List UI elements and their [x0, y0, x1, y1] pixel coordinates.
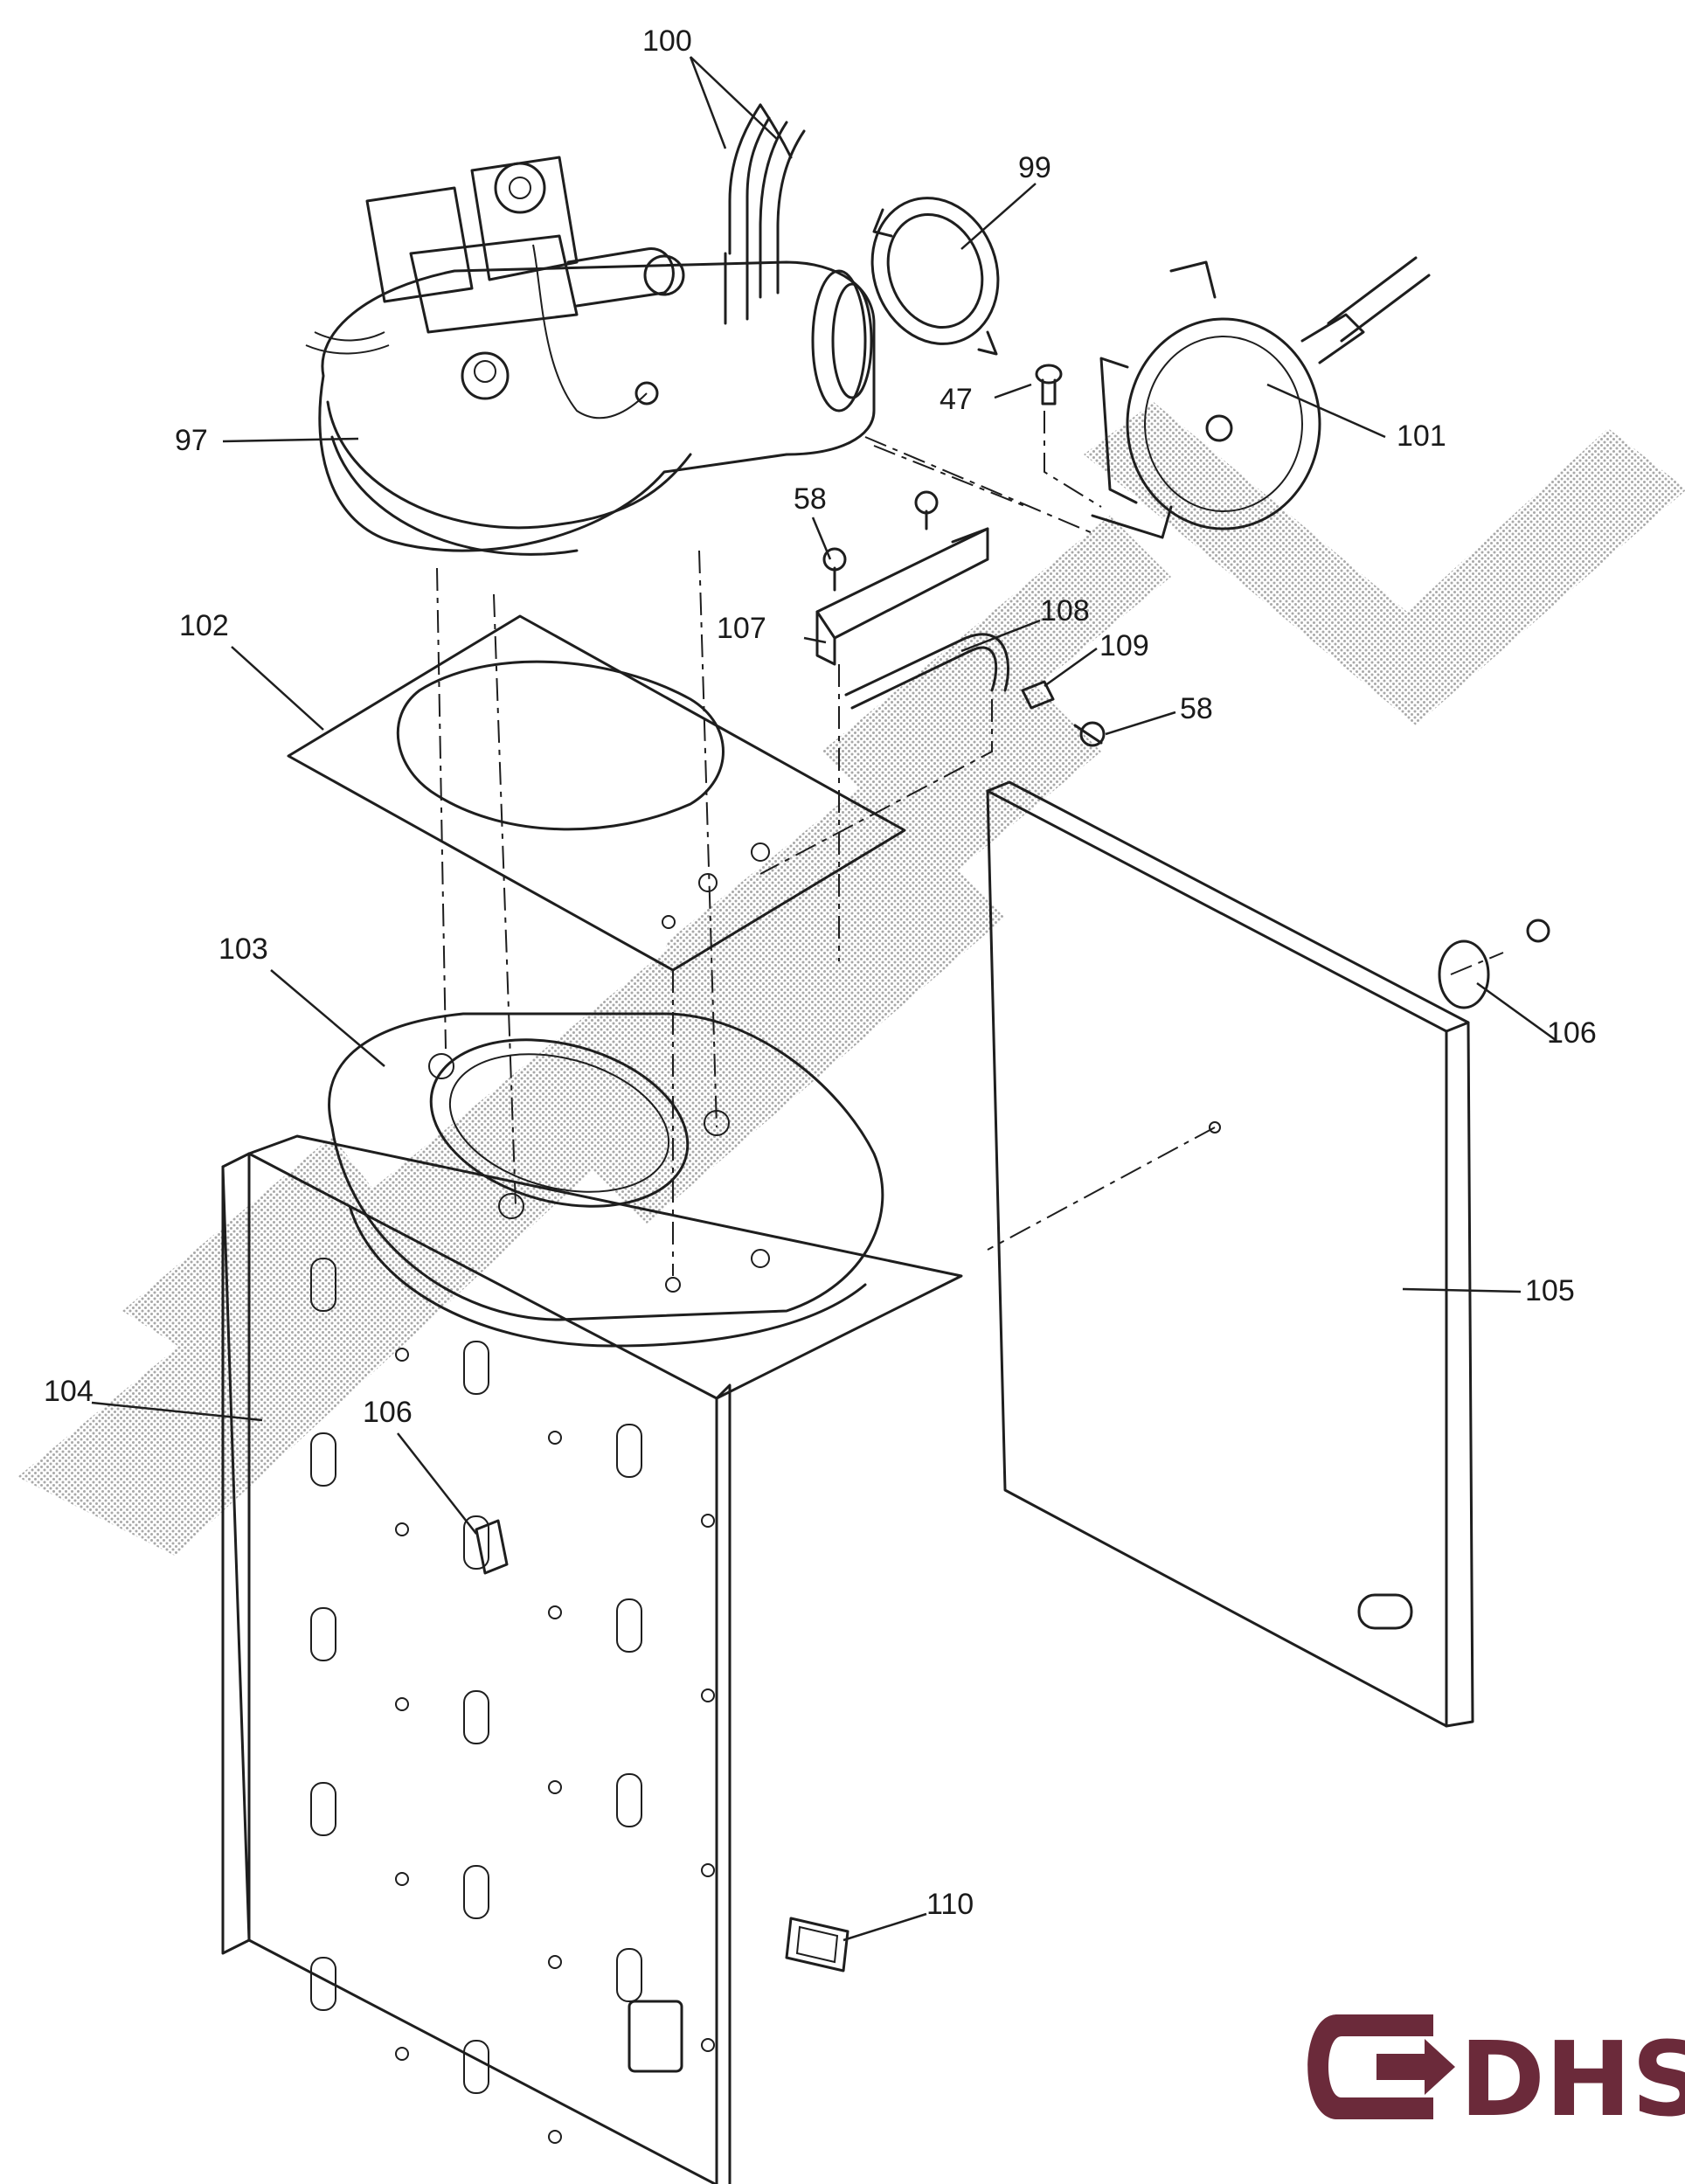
part-label: 105	[1525, 1274, 1575, 1307]
burner-cover-part	[328, 1012, 884, 1348]
part-label: 109	[1099, 629, 1149, 662]
part-label: 106	[363, 1396, 413, 1429]
panel-hole	[395, 1522, 409, 1536]
part-label: 106	[1547, 1016, 1597, 1050]
part-label: 100	[642, 24, 692, 58]
panel-hole	[548, 1780, 562, 1794]
part-label: 102	[179, 609, 229, 642]
alignment-lines	[436, 411, 1504, 1276]
back-panel-part	[221, 1134, 963, 2184]
panel-hole	[701, 1863, 715, 1877]
panel-hole	[548, 1431, 562, 1445]
dhs-logo: DHS	[1307, 2014, 1685, 2139]
back-panel-slots	[310, 1258, 715, 2144]
part-label: 97	[175, 424, 208, 457]
panel-slot	[310, 1432, 336, 1487]
panel-slot	[463, 2040, 489, 2094]
part-label: 108	[1040, 594, 1090, 627]
pressure-switch-part	[1091, 256, 1431, 539]
bracket-assembly-part	[815, 490, 1106, 747]
panel-slot	[310, 1607, 336, 1661]
part-label: 58	[794, 482, 827, 516]
panel-hole	[395, 1872, 409, 1886]
part-labels: 100 99 47 101 97 58 107 108 109 58 102 1…	[44, 24, 1597, 1921]
panel-hole	[548, 2130, 562, 2144]
c-arrow-logo-icon	[1307, 2014, 1455, 2119]
part-label: 104	[44, 1375, 94, 1408]
part-label: 58	[1180, 692, 1213, 725]
panel-slot	[463, 1865, 489, 1919]
panel-hole	[395, 1697, 409, 1711]
panel-slot	[616, 1948, 642, 2002]
leader-lines	[91, 56, 1557, 1942]
panel-hole	[395, 1348, 409, 1362]
fan-assembly-part	[305, 156, 876, 556]
part-label: 47	[940, 383, 973, 416]
panel-slot	[310, 1782, 336, 1836]
part-label: 110	[926, 1888, 974, 1921]
panel-slot	[616, 1424, 642, 1478]
side-panel-part	[986, 780, 1474, 1728]
watermark-graphic	[17, 402, 1685, 1556]
part-label: 99	[1018, 151, 1051, 184]
gasket-plate-part	[287, 614, 906, 972]
panel-slot	[310, 1258, 336, 1312]
panel-slot	[310, 1957, 336, 2011]
panel-hole	[701, 1688, 715, 1702]
panel-slot	[463, 1515, 489, 1570]
logo-text: DHS	[1460, 2019, 1685, 2139]
part-label: 103	[218, 933, 268, 966]
panel-hole	[548, 1955, 562, 1969]
screw-47-part	[1035, 364, 1063, 406]
tubes-part	[724, 103, 806, 325]
insert-110-part	[785, 1917, 849, 1973]
panel-slot	[616, 1598, 642, 1653]
panel-slot	[616, 1773, 642, 1827]
gasket-ring-part	[870, 197, 1000, 356]
part-label: 107	[717, 612, 766, 645]
panel-slot	[463, 1341, 489, 1395]
panel-slot	[463, 1690, 489, 1744]
panel-hole	[548, 1605, 562, 1619]
part-label: 101	[1397, 419, 1446, 453]
panel-hole	[701, 2038, 715, 2052]
panel-hole	[395, 2047, 409, 2061]
panel-hole	[701, 1514, 715, 1528]
clip-106-part	[475, 919, 1550, 1575]
